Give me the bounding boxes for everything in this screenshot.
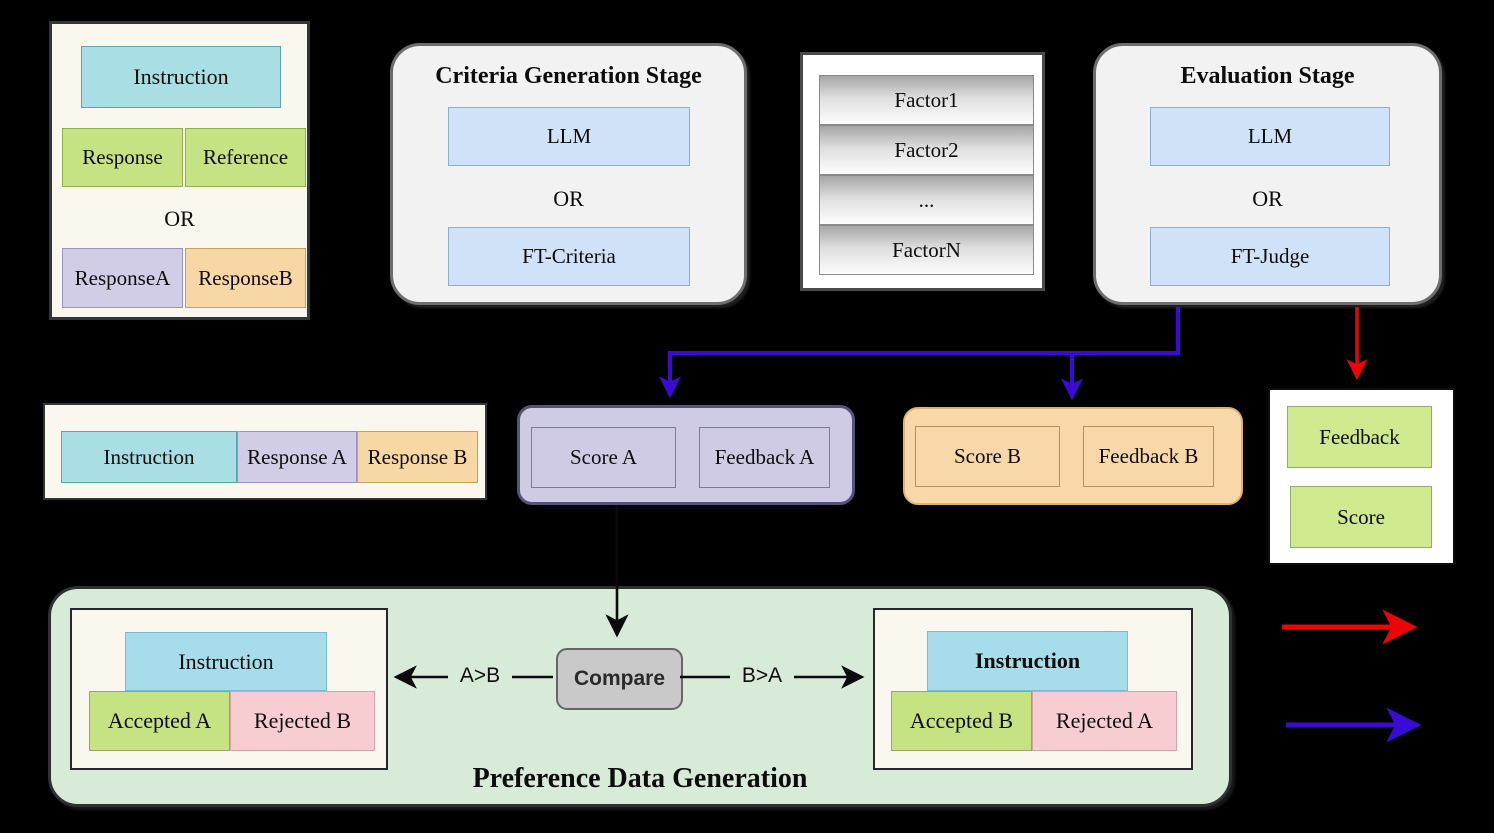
- instruction-cell: Instruction: [125, 632, 327, 691]
- response-a-cell: Response A: [237, 431, 357, 483]
- instruction-cell: Instruction: [927, 631, 1128, 691]
- factor-1-cell: Factor1: [819, 75, 1034, 125]
- evaluation-stage: Evaluation Stage LLM OR FT-Judge: [1093, 43, 1442, 305]
- score-b-cell: Score B: [915, 426, 1060, 487]
- instruction-cell: Instruction: [81, 46, 281, 108]
- response-cell: Response: [62, 128, 183, 187]
- feedback-cell: Feedback: [1287, 406, 1432, 468]
- or-label: OR: [164, 206, 195, 231]
- preference-left-box: Instruction Accepted A Rejected B: [70, 608, 388, 770]
- factor-dots-cell: ...: [819, 175, 1034, 225]
- rejected-b-cell: Rejected B: [230, 691, 375, 751]
- feedback-b-cell: Feedback B: [1083, 426, 1214, 487]
- factors-box: Factor1 Factor2 ... FactorN: [800, 52, 1045, 291]
- instruction-cell: Instruction: [61, 431, 237, 483]
- eval-to-result-a-arrow: [659, 307, 1180, 399]
- response-a-cell: ResponseA: [62, 248, 183, 308]
- score-a-cell: Score A: [531, 427, 676, 488]
- factor-n-cell: FactorN: [819, 225, 1034, 275]
- accepted-a-cell: Accepted A: [89, 691, 230, 751]
- single-result-box: Feedback Score: [1268, 388, 1455, 565]
- reference-cell: Reference: [185, 128, 306, 187]
- score-cell: Score: [1290, 486, 1432, 548]
- pair-input-box: Instruction Response A Response B: [43, 403, 487, 500]
- factor-2-cell: Factor2: [819, 125, 1034, 175]
- or-label: OR: [553, 186, 584, 211]
- result-b-panel: Score B Feedback B: [903, 407, 1243, 505]
- evaluation-stage-title: Evaluation Stage: [1180, 62, 1355, 89]
- response-b-cell: Response B: [357, 431, 478, 483]
- or-label: OR: [1252, 186, 1283, 211]
- compare-node: Compare: [556, 648, 683, 710]
- criteria-generation-stage: Criteria Generation Stage LLM OR FT-Crit…: [390, 43, 747, 305]
- b-greater-a-label: B>A: [730, 660, 794, 692]
- rejected-a-cell: Rejected A: [1032, 691, 1177, 751]
- preference-title: Preference Data Generation: [472, 763, 808, 794]
- criteria-llm-cell: LLM: [448, 107, 690, 166]
- ft-criteria-cell: FT-Criteria: [448, 227, 690, 286]
- ft-judge-cell: FT-Judge: [1150, 227, 1390, 286]
- preference-data-generation-box: Instruction Accepted A Rejected B Compar…: [48, 586, 1232, 807]
- a-greater-b-label: A>B: [448, 660, 512, 692]
- input-data-box: Instruction Response Reference OR Respon…: [49, 21, 310, 320]
- response-b-cell: ResponseB: [185, 248, 306, 308]
- criteria-stage-title: Criteria Generation Stage: [435, 62, 702, 89]
- preference-right-box: Instruction Accepted B Rejected A: [873, 608, 1193, 770]
- result-a-panel: Score A Feedback A: [517, 405, 855, 505]
- feedback-a-cell: Feedback A: [699, 427, 830, 488]
- accepted-b-cell: Accepted B: [891, 691, 1032, 751]
- evaluation-llm-cell: LLM: [1150, 107, 1390, 166]
